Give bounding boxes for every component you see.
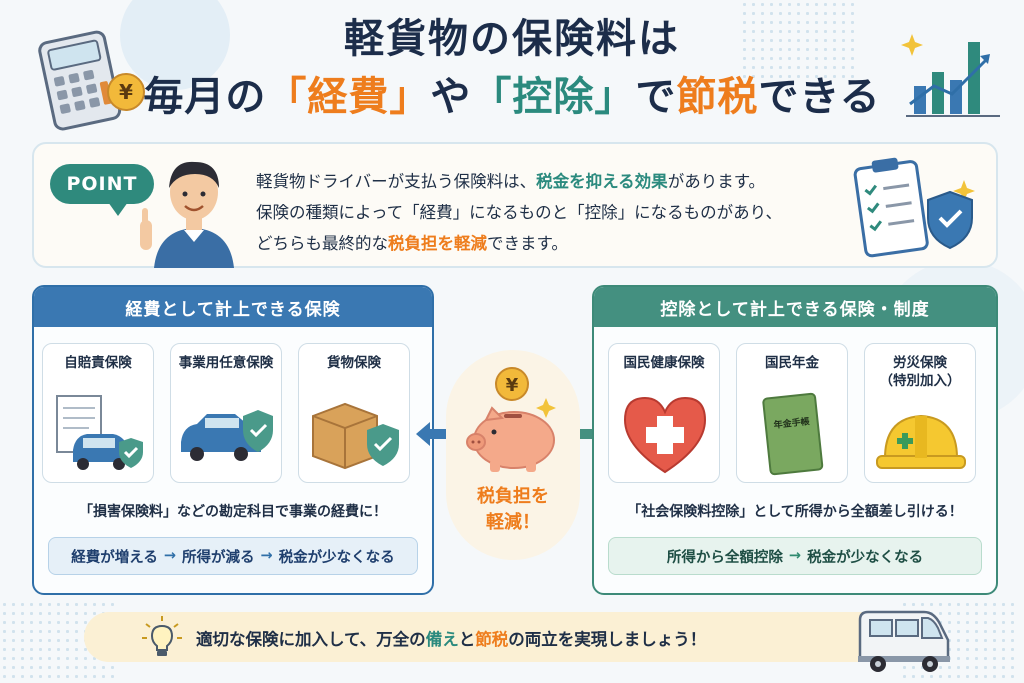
- point-badge: POINT: [50, 164, 154, 216]
- point-highlight: 税金を抑える効果: [536, 172, 668, 191]
- card-label: 国民健康保険: [623, 355, 705, 371]
- title-keyword-expense: 「経費」: [266, 74, 431, 120]
- pension-book-icon: 年金手帳: [762, 392, 824, 476]
- point-text-span: どちらも最終的な: [256, 234, 388, 253]
- deduction-desc: 「社会保険料控除」として所得から全額差し引ける！: [627, 504, 963, 520]
- point-line2: 保険の種類によって「経費」になるものと「控除」になるものがあり、: [256, 203, 783, 222]
- center-line1: 税負担を: [477, 486, 549, 507]
- heart-cross-icon: [623, 396, 707, 474]
- banner-span: の両立を実現しましょう！: [508, 630, 707, 649]
- helmet-icon: [876, 414, 966, 469]
- card-label-main: 労災保険: [893, 355, 947, 371]
- title-line1: 軽貨物の保険料は: [344, 16, 680, 62]
- flow-step: 税金が少なくなる: [807, 549, 924, 566]
- title-keyword-deduction: 「控除」: [471, 74, 636, 120]
- dot-pattern: [740, 0, 860, 80]
- banner-highlight: 備え: [425, 630, 459, 649]
- clipboard-shield-icon: [853, 157, 975, 258]
- deduction-flow: 所得から全額控除 → 税金が少なくなる: [608, 537, 982, 575]
- point-text-span: できます。: [487, 234, 568, 253]
- title-text: で: [635, 74, 677, 120]
- flow-step: 税金が少なくなる: [278, 549, 395, 566]
- banner-span: 適切な保険に加入して、万全の: [196, 630, 426, 649]
- title-keyword-tax-saving: 節税: [676, 74, 759, 120]
- center-line2: 軽減！: [486, 512, 540, 533]
- card-label: 自賠責保険: [64, 355, 132, 371]
- package-shield-icon: [312, 402, 399, 470]
- piggy-bank-icon: ¥: [466, 367, 556, 472]
- left-arrow-icon: [416, 422, 446, 446]
- arrow-right-icon: →: [260, 548, 273, 564]
- deduction-insurance-panel: 控除として計上できる保険・制度 国民健康保険 国民年金 年金手帳 労災保険 （特…: [592, 285, 998, 595]
- card-label: 事業用任意保険: [178, 355, 274, 371]
- card-commercial-insurance: 事業用任意保険: [170, 343, 282, 483]
- card-label: 労災保険 （特別加入）: [865, 354, 975, 390]
- expense-insurance-panel: 経費として計上できる保険 自賠責保険 事業用任意保険 貨物保険: [32, 285, 434, 595]
- point-line1: 軽貨物ドライバーが支払う保険料は、税金を抑える効果があります。: [256, 166, 836, 197]
- point-text-span: があります。: [667, 172, 766, 191]
- point-text-span: 軽貨物ドライバーが支払う保険料は、: [256, 172, 537, 191]
- point-highlight: 税負担を軽減: [388, 234, 487, 253]
- title-text: できる: [758, 74, 881, 120]
- arrow-right-icon: →: [163, 548, 177, 564]
- title-line2: 毎月の「経費」や「控除」で節税できる: [0, 68, 1024, 126]
- card-national-pension: 国民年金 年金手帳: [736, 343, 848, 483]
- card-compulsory-insurance: 自賠責保険: [42, 343, 154, 483]
- card-cargo-insurance: 貨物保険: [298, 343, 410, 483]
- bottom-banner: [84, 612, 944, 662]
- point-line3: どちらも最終的な税負担を軽減できます。: [256, 228, 836, 259]
- deduction-panel-header: 控除として計上できる保険・制度: [594, 287, 996, 327]
- background-blob: [120, 0, 230, 90]
- flow-step: 経費が増える: [71, 549, 158, 566]
- svg-text:年金手帳: 年金手帳: [773, 415, 810, 431]
- card-workers-comp-insurance: 労災保険 （特別加入）: [864, 343, 976, 483]
- svg-text:¥: ¥: [506, 375, 519, 396]
- expense-flow: 経費が増える → 所得が減る → 税金が少なくなる: [48, 537, 418, 575]
- title-text: 毎月の: [143, 74, 267, 120]
- banner-text: 適切な保険に加入して、万全の備えと節税の両立を実現しましょう！: [196, 626, 706, 650]
- point-text: 軽貨物ドライバーが支払う保険料は、税金を抑える効果があります。 保険の種類によっ…: [256, 166, 836, 259]
- arrow-right-icon: →: [788, 548, 802, 564]
- lightbulb-icon: [142, 616, 182, 656]
- flow-step: 所得が減る: [182, 549, 255, 566]
- card-national-health-insurance: 国民健康保険: [608, 343, 720, 483]
- driver-avatar: [140, 161, 234, 268]
- svg-text:¥: ¥: [119, 80, 133, 104]
- card-label-sub: （特別加入）: [879, 373, 961, 389]
- car-shield-icon: [181, 410, 273, 461]
- expense-panel-header: 経費として計上できる保険: [34, 287, 432, 327]
- calculator-icon: ¥: [38, 30, 145, 131]
- title-text: や: [430, 74, 472, 120]
- card-label: 貨物保険: [327, 355, 381, 371]
- document-car-icon: [56, 395, 143, 470]
- page-title: 軽貨物の保険料は 毎月の「経費」や「控除」で節税できる: [0, 10, 1024, 126]
- card-label: 国民年金: [765, 355, 819, 371]
- flow-step: 所得から全額控除: [666, 549, 783, 566]
- center-message: 税負担を 軽減！: [446, 484, 580, 536]
- banner-highlight: 節税: [475, 630, 509, 649]
- growth-chart-icon: [901, 34, 1000, 117]
- banner-span: と: [458, 630, 476, 649]
- van-icon: [858, 610, 950, 672]
- expense-desc: 「損害保険料」などの勘定科目で事業の経費に！: [79, 504, 387, 520]
